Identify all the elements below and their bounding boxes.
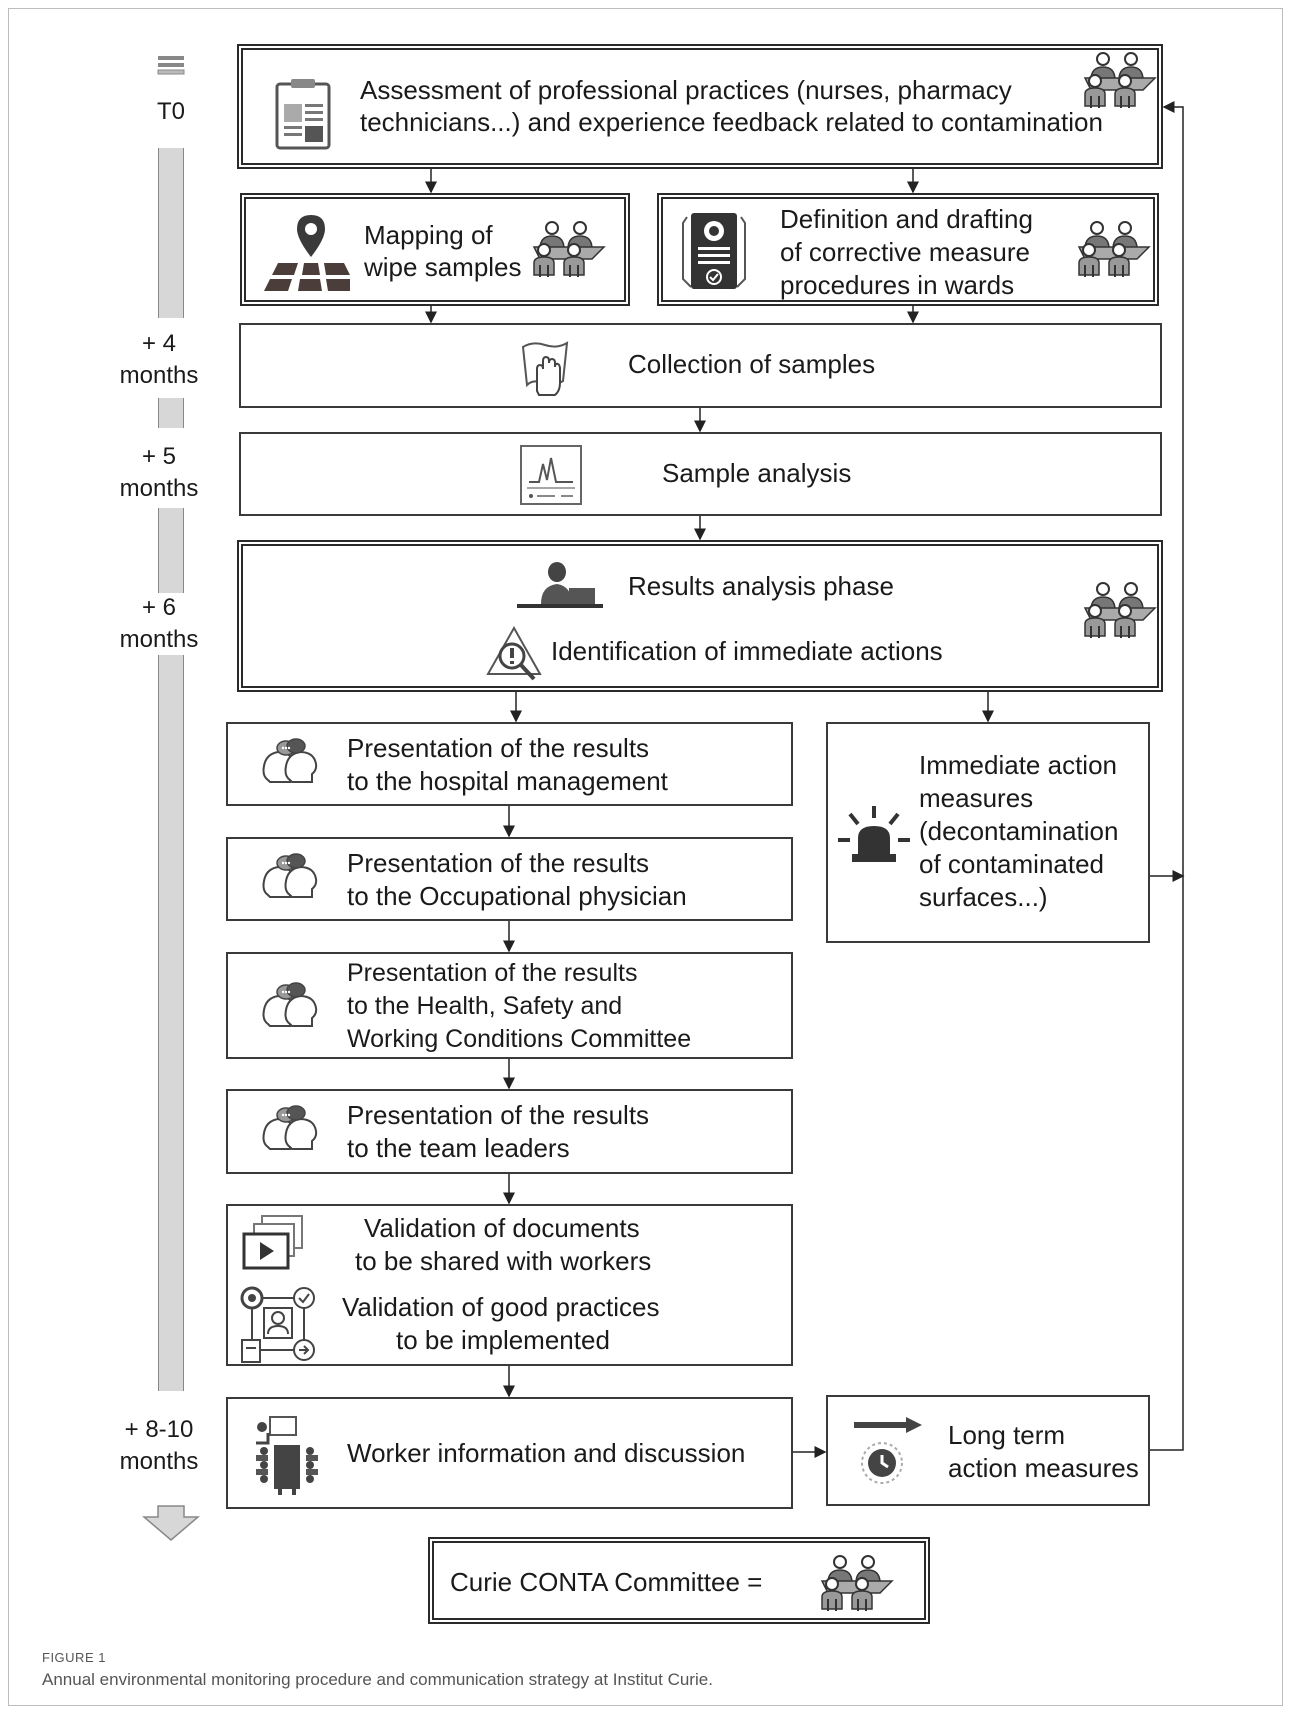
worker-info-box: Worker information and discussion xyxy=(226,1397,793,1509)
presentation-hsw-line-3: Working Conditions Committee xyxy=(347,1025,692,1053)
long-term-line-1: Long term xyxy=(948,1420,1066,1450)
assessment-text-line-1: Assessment of professional practices (nu… xyxy=(360,75,1012,105)
assessment-text-line-2: technicians...) and experience feedback … xyxy=(360,107,1103,137)
presentation-management-line-1: Presentation of the results xyxy=(347,733,650,763)
definition-text-line-3: procedures in wards xyxy=(780,270,1015,300)
definition-text-line-1: Definition and drafting xyxy=(780,204,1033,234)
collection-text: Collection of samples xyxy=(628,349,876,379)
validation-line-4: to be implemented xyxy=(396,1325,610,1355)
definition-text-line-2: of corrective measure xyxy=(780,237,1030,267)
presentation-team-leaders-box: Presentation of the results to the team … xyxy=(226,1089,793,1174)
results-text-line-1: Results analysis phase xyxy=(628,571,894,601)
workflow-gear-user-icon xyxy=(238,1284,318,1369)
immediate-action-line-5: surfaces...) xyxy=(919,882,1048,912)
timeline-top-cap-icon xyxy=(157,55,185,75)
warning-magnifier-icon xyxy=(486,625,544,687)
presentation-occupational-box: Presentation of the results to the Occup… xyxy=(226,837,793,921)
wipe-glove-icon xyxy=(519,339,571,402)
long-term-line-2: action measures xyxy=(948,1453,1139,1483)
immediate-action-line-4: of contaminated xyxy=(919,849,1105,879)
timeline-segment xyxy=(158,398,184,428)
analysis-box: Sample analysis xyxy=(239,432,1162,516)
video-documents-icon xyxy=(240,1214,306,1279)
timeline-label-t0: T0 xyxy=(156,98,185,125)
presentation-team-leaders-line-1: Presentation of the results xyxy=(347,1100,650,1130)
timeline-segment xyxy=(158,508,184,593)
collection-box: Collection of samples xyxy=(239,323,1162,408)
timeline-segment xyxy=(158,655,184,1391)
immediate-action-line-1: Immediate action xyxy=(919,750,1117,780)
presentation-hsw-line-1: Presentation of the results xyxy=(347,959,638,987)
presentation-hsw-line-2: to the Health, Safety and xyxy=(347,992,623,1020)
mapping-text-line-1: Mapping of xyxy=(364,220,493,250)
presentation-occupational-line-1: Presentation of the results xyxy=(347,848,650,878)
validation-box: Validation of documents to be shared wit… xyxy=(226,1204,793,1366)
presentation-occupational-line-2: to the Occupational physician xyxy=(347,881,687,911)
validation-line-2: to be shared with workers xyxy=(355,1246,652,1276)
results-text-line-2: Identification of immediate actions xyxy=(551,636,943,666)
presentation-management-box: Presentation of the results to the hospi… xyxy=(226,722,793,806)
immediate-action-line-2: measures xyxy=(919,783,1034,813)
immediate-action-line-3: (decontamination xyxy=(919,816,1119,846)
presentation-management-line-2: to the hospital management xyxy=(347,766,668,796)
figure-caption-text: Annual environmental monitoring procedur… xyxy=(42,1670,713,1689)
figure-caption-heading: FIGURE 1 xyxy=(42,1650,106,1665)
analysis-text: Sample analysis xyxy=(662,458,852,488)
clock-arrow-icon xyxy=(852,1417,924,1494)
timeline-arrow-down-icon xyxy=(141,1505,201,1541)
mapping-box: Mapping of wipe samples xyxy=(240,193,630,306)
alarm-siren-icon xyxy=(836,804,912,871)
legend-text: Curie CONTA Committee = xyxy=(450,1567,763,1597)
results-box: Results analysis phase Identification of… xyxy=(237,540,1163,692)
presentation-team-leaders-line-2: to the team leaders xyxy=(347,1133,570,1163)
presentation-hsw-box: Presentation of the results to the Healt… xyxy=(226,952,793,1059)
analyst-at-laptop-icon xyxy=(517,560,603,617)
mapping-text-line-2: wipe samples xyxy=(364,252,522,282)
validation-line-1: Validation of documents xyxy=(364,1213,640,1243)
chromatogram-icon xyxy=(519,444,583,511)
arrow-long-term-feedback-loop xyxy=(1150,101,1184,1451)
map-pin-icon xyxy=(264,213,350,298)
legend-box: Curie CONTA Committee = xyxy=(428,1537,930,1624)
worker-info-text: Worker information and discussion xyxy=(347,1438,746,1468)
certificate-document-icon xyxy=(681,209,747,300)
immediate-action-box: Immediate action measures (decontaminati… xyxy=(826,722,1150,943)
definition-box: Definition and drafting of corrective me… xyxy=(657,193,1159,306)
figure-frame xyxy=(8,8,1283,1706)
assessment-box: Assessment of professional practices (nu… xyxy=(237,44,1163,169)
long-term-box: Long term action measures xyxy=(826,1395,1150,1506)
validation-line-3: Validation of good practices xyxy=(342,1292,660,1322)
timeline-segment xyxy=(158,148,184,318)
clipboard-icon xyxy=(275,78,331,155)
meeting-table-icon xyxy=(248,1415,326,1500)
